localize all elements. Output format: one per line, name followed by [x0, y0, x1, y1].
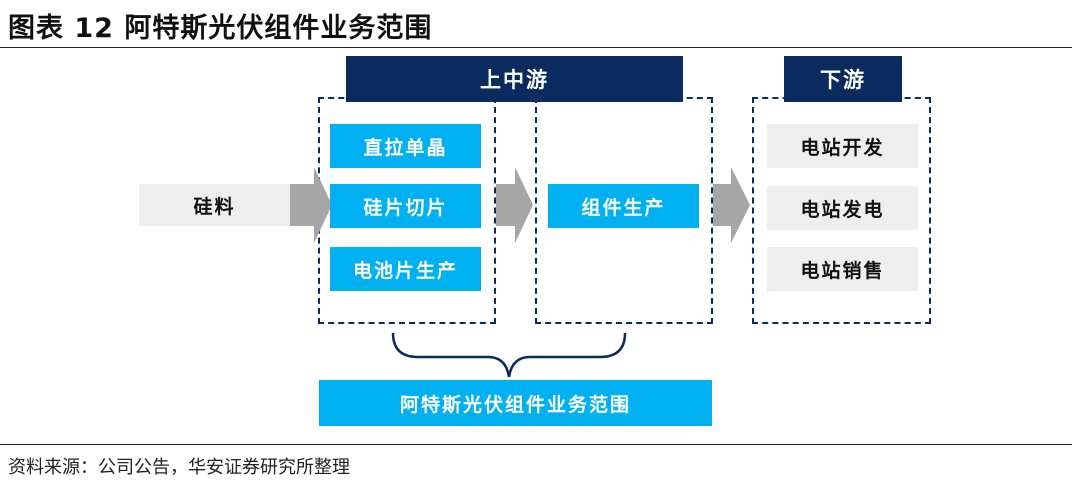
- footer-divider: [0, 444, 1072, 445]
- step-cell-production: 电池片生产: [330, 247, 481, 291]
- business-scope-label: 阿特斯光伏组件业务范围: [319, 380, 712, 426]
- step-module-production: 组件生产: [548, 184, 699, 228]
- upstream-header: 上中游: [346, 56, 683, 102]
- arrow-right-icon: [496, 167, 533, 243]
- figure-title: 图表 12 阿特斯光伏组件业务范围: [8, 13, 433, 44]
- source-note: 资料来源：公司公告，华安证券研究所整理: [8, 457, 350, 478]
- arrow-right-icon: [290, 167, 332, 243]
- step-monocrystal: 直拉单晶: [330, 124, 481, 168]
- step-plant-generation: 电站发电: [767, 186, 918, 230]
- title-divider: [0, 47, 1072, 48]
- step-wafer-slicing: 硅片切片: [330, 184, 481, 228]
- arrow-right-icon: [713, 167, 750, 243]
- step-plant-sales: 电站销售: [767, 247, 918, 291]
- raw-material-box: 硅料: [139, 184, 290, 226]
- downstream-header: 下游: [784, 56, 902, 102]
- scope-brace-icon: [391, 332, 627, 378]
- step-plant-development: 电站开发: [767, 124, 918, 168]
